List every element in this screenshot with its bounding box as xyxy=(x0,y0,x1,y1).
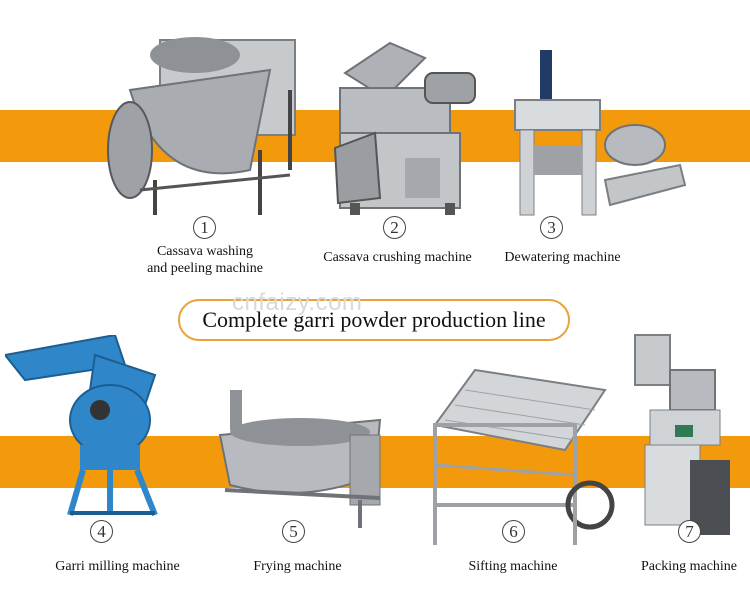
crushing-machine-image xyxy=(333,41,476,215)
step-5-number: 5 xyxy=(282,520,305,543)
caption-1-line-1: Cassava washing xyxy=(156,244,254,259)
packing-machine-image xyxy=(634,334,730,535)
caption-1-line-2: and peeling machine xyxy=(147,261,263,276)
step-2-number: 2 xyxy=(383,216,406,239)
washing-peeling-machine-image xyxy=(107,37,296,215)
step-4-number: 4 xyxy=(90,520,113,543)
watermark-text: cnfaizy.com xyxy=(232,289,363,316)
step-3-number: 3 xyxy=(540,216,563,239)
sifting-machine-image xyxy=(433,368,615,545)
production-line-title: Complete garri powder production line xyxy=(178,299,570,341)
milling-machine-image xyxy=(5,335,158,517)
step-1-number: 1 xyxy=(193,216,216,239)
frying-machine-image xyxy=(218,390,382,528)
dewatering-machine-image xyxy=(514,50,687,216)
step-6-number: 6 xyxy=(502,520,525,543)
caption-7: Packing machine xyxy=(640,559,738,574)
caption-3: Dewatering machine xyxy=(504,250,621,265)
caption-5: Frying machine xyxy=(253,559,342,574)
caption-2: Cassava crushing machine xyxy=(323,250,472,265)
step-7-number: 7 xyxy=(678,520,701,543)
caption-6: Sifting machine xyxy=(468,559,558,574)
caption-1: Cassava washing and peeling machine xyxy=(130,243,280,277)
caption-4: Garri milling machine xyxy=(55,559,180,574)
